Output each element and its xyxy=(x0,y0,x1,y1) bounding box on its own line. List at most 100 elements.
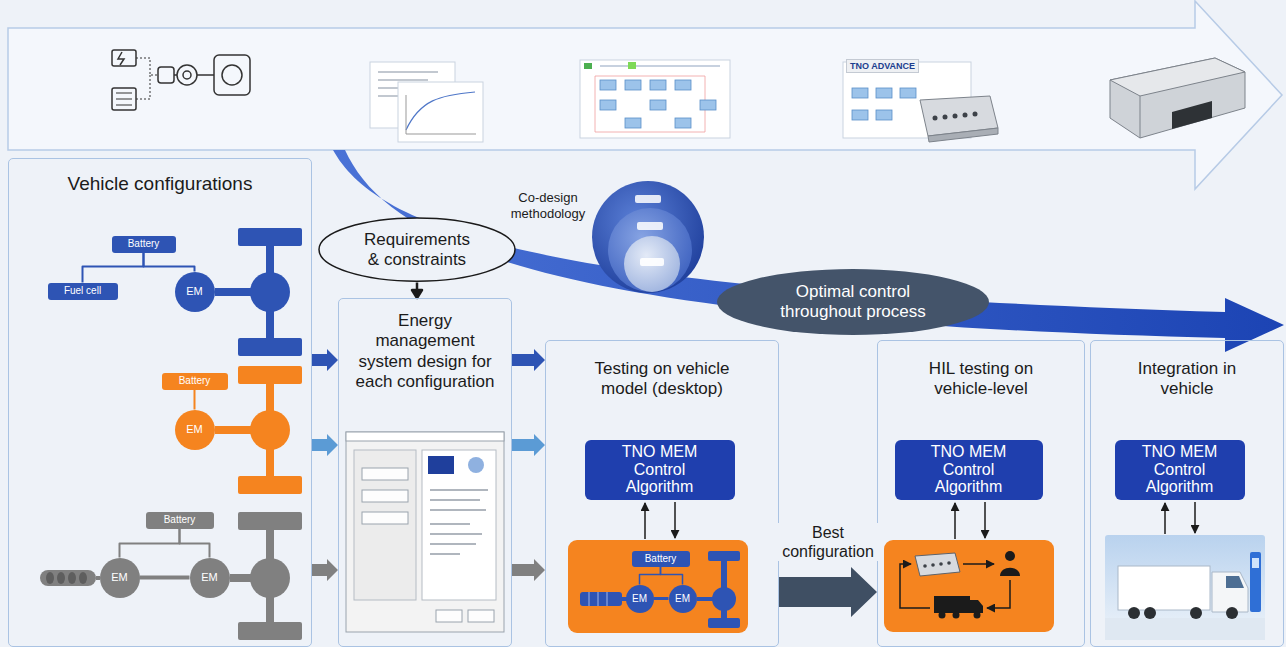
text-holder: EM xyxy=(175,410,215,450)
hil-thumbnail-part xyxy=(933,112,978,121)
hil-loop-part-part xyxy=(923,564,927,568)
hil-thumbnail-part-part xyxy=(933,116,938,121)
powertrain-icon-part xyxy=(222,65,242,85)
grey-axle-part xyxy=(250,558,290,598)
grey-axle xyxy=(40,512,302,640)
tool-screenshot-part xyxy=(346,432,504,632)
tool-screenshot-part xyxy=(430,490,488,554)
desktop-vehicle-model-part xyxy=(589,592,607,606)
truck-photo-part xyxy=(1250,552,1261,612)
orange-axle-part xyxy=(250,410,290,450)
motor-circle: EM xyxy=(175,272,215,312)
block-arrow xyxy=(512,434,545,456)
co-design-spheres xyxy=(592,181,704,293)
hil-loop-part xyxy=(963,563,994,565)
powertrain-icon-part xyxy=(174,74,214,76)
hil-loop-part xyxy=(934,596,970,613)
node-text: Energy management system design for each… xyxy=(350,311,500,393)
document-thumbnails-part xyxy=(406,95,476,134)
hil-loop-part xyxy=(939,612,946,619)
document-thumbnails-part xyxy=(398,82,483,142)
motor-circle: EM xyxy=(190,558,230,598)
node-text: Battery xyxy=(179,376,211,386)
tool-screenshot xyxy=(346,432,504,632)
stage-panel: Vehicle configurationsBatteryFuel cellEM… xyxy=(8,158,312,647)
node-text: Testing on vehicle model (desktop) xyxy=(582,359,742,400)
signal-arrows-part xyxy=(644,503,646,539)
powertrain-icon-part xyxy=(112,50,136,66)
grey-axle-part-part xyxy=(79,572,87,584)
blue-axle-part xyxy=(238,228,302,246)
node-text: Battery xyxy=(164,515,196,525)
tool-screenshot-part xyxy=(354,450,416,600)
hil-loop-part-part xyxy=(931,563,935,567)
truck-photo-part xyxy=(1118,566,1210,610)
hil-loop-part xyxy=(915,553,960,576)
signal-arrows-part xyxy=(984,502,986,538)
model-thumbnail-part xyxy=(584,63,592,69)
stage-panel: HIL testing on vehicle-levelTNO MEM Cont… xyxy=(877,340,1085,647)
tool-screenshot-part xyxy=(362,490,408,502)
powertrain-icon-part xyxy=(136,58,158,99)
node-text: Fuel cell xyxy=(64,286,101,296)
arrow-connector xyxy=(412,283,422,298)
model-thumbnail-part-part xyxy=(650,100,666,110)
wire-connector xyxy=(654,597,669,600)
model-thumbnail-part-part xyxy=(700,100,716,110)
text-holder: Optimal control throughout process xyxy=(716,268,990,336)
text-holder: EM xyxy=(626,585,654,613)
powertrain-icon-part xyxy=(116,93,132,105)
grey-axle-part xyxy=(40,570,96,586)
node-text: Optimal control throughout process xyxy=(771,282,935,323)
model-thumbnail-part-part xyxy=(625,80,641,90)
truck-photo-part xyxy=(1105,618,1265,640)
hil-loop-part xyxy=(900,564,930,608)
component-box: Battery xyxy=(112,236,176,253)
hil-loop-part xyxy=(1005,551,1015,561)
model-thumbnail-part-part xyxy=(600,80,616,90)
hil-loop xyxy=(884,540,1054,632)
wire-connector xyxy=(640,567,661,585)
motor-circle: EM xyxy=(669,585,697,613)
node-text: TNO MEM Control Algorithm xyxy=(1130,443,1230,496)
co-design-spheres-part xyxy=(608,208,692,292)
component-box: Battery xyxy=(146,512,214,529)
hil-loop-part xyxy=(987,580,1010,608)
node-text: Battery xyxy=(128,239,160,249)
node-text: EM xyxy=(186,424,203,435)
tool-screenshot-part xyxy=(422,450,496,600)
document-thumbnails xyxy=(370,62,483,142)
grey-axle-part-part xyxy=(46,572,54,584)
blue-axle-part xyxy=(215,288,255,296)
model-thumbnail xyxy=(580,60,730,138)
desktop-vehicle-model xyxy=(568,540,748,633)
text-holder: Battery xyxy=(632,551,690,567)
motor-circle: EM xyxy=(175,410,215,450)
powertrain-icon-part xyxy=(214,55,250,95)
hil-thumbnail-part-part xyxy=(852,88,868,98)
text-holder: TNO MEM Control Algorithm xyxy=(585,440,735,500)
ellipse-fill xyxy=(717,269,989,335)
hil-thumbnail-part-part xyxy=(973,112,978,117)
stage-panel: Integration in vehicleTNO MEM Control Al… xyxy=(1090,340,1284,647)
model-thumbnail-part xyxy=(628,62,636,69)
text-holder: Testing on vehicle model (desktop) xyxy=(546,341,778,400)
model-thumbnail-part-part xyxy=(625,118,641,128)
hil-thumbnail-part-part xyxy=(852,110,868,120)
truck-photo-part xyxy=(1226,576,1244,588)
hil-thumbnail-part-part xyxy=(943,115,948,120)
model-thumbnail-part xyxy=(600,80,716,128)
node-text: Requirements & constraints xyxy=(360,230,474,271)
edge-label: Best configuration xyxy=(778,523,878,561)
co-design-spheres-part xyxy=(592,181,704,293)
truck-photo-part-part xyxy=(1128,607,1140,619)
component-box: Battery xyxy=(632,551,690,567)
component-box: Battery xyxy=(162,373,228,390)
desktop-vehicle-model-part xyxy=(697,597,713,601)
truck-photo-part xyxy=(1212,572,1248,612)
text-holder: EM xyxy=(190,558,230,598)
block-arrow xyxy=(312,434,338,456)
component-box: Fuel cell xyxy=(48,283,118,300)
